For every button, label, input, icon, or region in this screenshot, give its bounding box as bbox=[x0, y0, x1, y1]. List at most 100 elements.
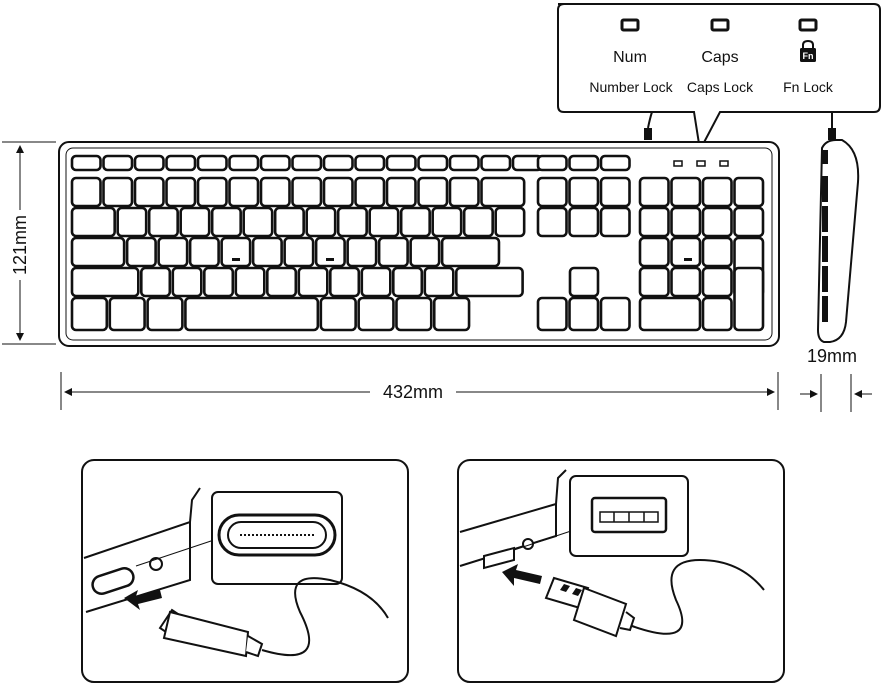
key bbox=[393, 268, 422, 296]
key bbox=[396, 298, 431, 330]
key bbox=[148, 298, 183, 330]
key bbox=[135, 178, 164, 206]
key bbox=[450, 178, 479, 206]
fn-led-icon bbox=[800, 20, 816, 30]
key bbox=[464, 208, 493, 236]
key bbox=[330, 268, 359, 296]
key bbox=[261, 156, 290, 170]
key bbox=[230, 156, 259, 170]
key bbox=[370, 208, 399, 236]
homing-bump bbox=[232, 258, 240, 261]
width-label: 432mm bbox=[383, 382, 443, 402]
side-key bbox=[822, 296, 828, 322]
key bbox=[149, 208, 178, 236]
key bbox=[538, 178, 567, 206]
key bbox=[570, 178, 599, 206]
key bbox=[104, 178, 133, 206]
key bbox=[222, 238, 251, 266]
key bbox=[141, 268, 170, 296]
key bbox=[267, 268, 296, 296]
side-key bbox=[822, 150, 828, 164]
key bbox=[456, 268, 522, 296]
key bbox=[703, 208, 732, 236]
key bbox=[496, 208, 525, 236]
key bbox=[735, 208, 764, 236]
key bbox=[285, 238, 314, 266]
homing-bump bbox=[326, 258, 334, 261]
key bbox=[419, 156, 448, 170]
key bbox=[538, 208, 567, 236]
key bbox=[703, 178, 732, 206]
key bbox=[387, 178, 416, 206]
key bbox=[72, 238, 124, 266]
key bbox=[230, 178, 259, 206]
key bbox=[135, 156, 164, 170]
key bbox=[167, 156, 196, 170]
num-led-icon bbox=[622, 20, 638, 30]
key bbox=[338, 208, 367, 236]
key bbox=[672, 208, 701, 236]
key bbox=[293, 156, 322, 170]
key bbox=[324, 178, 353, 206]
key bbox=[735, 178, 764, 206]
depth-label: 19mm bbox=[807, 346, 857, 366]
key bbox=[434, 298, 469, 330]
key bbox=[601, 178, 630, 206]
key bbox=[570, 156, 599, 170]
num-lock-label: Number Lock bbox=[589, 79, 673, 95]
key bbox=[601, 298, 630, 330]
side-key bbox=[822, 206, 828, 232]
key bbox=[72, 208, 115, 236]
key bbox=[356, 178, 385, 206]
key bbox=[425, 268, 454, 296]
key bbox=[570, 298, 599, 330]
usb-c-connection-panel bbox=[82, 460, 408, 682]
key bbox=[640, 178, 669, 206]
height-label: 121mm bbox=[10, 215, 30, 275]
keyboard-leds bbox=[674, 161, 728, 166]
key bbox=[601, 156, 630, 170]
width-dimension: 432mm bbox=[61, 372, 778, 410]
key bbox=[118, 208, 147, 236]
key bbox=[379, 238, 408, 266]
key bbox=[324, 156, 353, 170]
side-key bbox=[822, 176, 828, 202]
key bbox=[703, 268, 732, 296]
key bbox=[244, 208, 272, 236]
key bbox=[198, 178, 227, 206]
side-key bbox=[822, 236, 828, 262]
key bbox=[672, 238, 701, 266]
caps-label: Caps bbox=[701, 49, 738, 66]
key bbox=[181, 208, 210, 236]
key bbox=[411, 238, 440, 266]
num-label: Num bbox=[613, 49, 647, 66]
key bbox=[570, 268, 598, 296]
key bbox=[601, 208, 630, 236]
key bbox=[321, 298, 356, 330]
key bbox=[293, 178, 322, 206]
usb-a-connection-panel bbox=[458, 460, 784, 682]
key bbox=[72, 298, 107, 330]
caps-led-icon bbox=[712, 20, 728, 30]
key bbox=[159, 238, 188, 266]
cable-connector bbox=[644, 128, 652, 140]
key bbox=[72, 178, 101, 206]
key-grid bbox=[72, 156, 763, 330]
key bbox=[703, 238, 732, 266]
depth-dimension: 19mm bbox=[800, 346, 872, 412]
homing-bump bbox=[684, 258, 692, 261]
key bbox=[482, 156, 511, 170]
indicator-led bbox=[674, 161, 682, 166]
key bbox=[253, 238, 282, 266]
key bbox=[703, 298, 732, 330]
key bbox=[173, 268, 202, 296]
key bbox=[72, 156, 101, 170]
key bbox=[735, 268, 764, 330]
key bbox=[236, 268, 264, 296]
key bbox=[419, 178, 448, 206]
key bbox=[167, 178, 196, 206]
key bbox=[640, 268, 669, 296]
fn-lock-label: Fn Lock bbox=[783, 79, 834, 95]
key bbox=[640, 208, 669, 236]
